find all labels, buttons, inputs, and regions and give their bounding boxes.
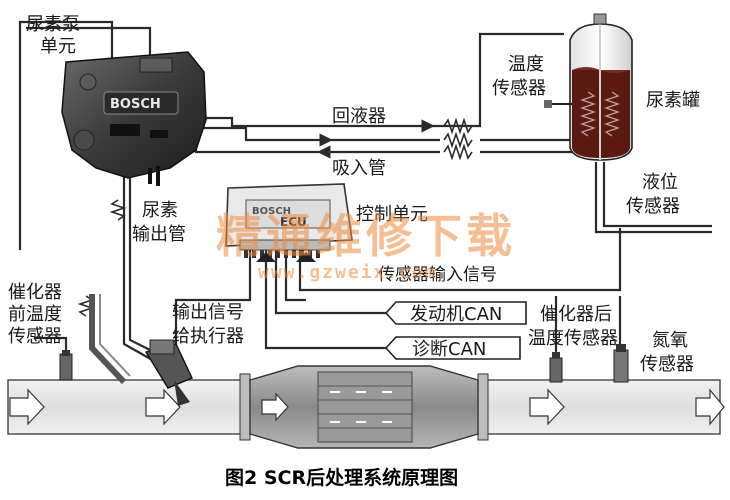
pre-cat-temp-label-line1: 催化器 [8, 282, 62, 303]
temp-sensor-label-line1: 温度 [508, 54, 544, 75]
pre-cat-temp-label-line2: 前温度 [8, 304, 62, 325]
urea-pump-label-line2: 单元 [40, 36, 76, 57]
ecu-model-label: ECU [280, 215, 307, 229]
post-cat-temp-probe [549, 352, 563, 383]
nox-sensor-probe [613, 344, 629, 383]
watermark: 精通维修下载 www.gzweix.com [216, 209, 516, 283]
output-signal-label-line2: 给执行器 [172, 326, 244, 347]
urea-tank [544, 13, 633, 161]
output-signal-label-line1: 输出信号 [172, 302, 244, 323]
pump-brand-label: BOSCH [110, 97, 161, 112]
urea-injector [144, 339, 193, 406]
temp-sensor-label-line2: 传感器 [492, 78, 546, 99]
urea-outlet-label-line1: 尿素 [142, 200, 178, 221]
urea-tank-label: 尿素罐 [646, 90, 700, 111]
urea-pump-label-line1: 尿素泵 [26, 14, 80, 35]
nox-sensor-label-line1: 氮氧 [652, 330, 688, 351]
engine-can-label: 发动机CAN [410, 304, 502, 325]
labels: 尿素泵 单元 温度 传感器 尿素罐 回液器 吸入管 液位 传感器 尿素 输出管 … [8, 14, 700, 375]
nox-sensor-label-line2: 传感器 [640, 354, 694, 375]
diag-can-label: 诊断CAN [412, 339, 486, 360]
connection-lines [18, 20, 712, 363]
engine-can-box: 发动机CAN [384, 301, 527, 325]
watermark-url: www.gzweix.com [258, 262, 438, 283]
urea-outlet-label-line2: 输出管 [132, 224, 186, 245]
exhaust-pipe [7, 365, 725, 449]
control-unit-label: 控制单元 [356, 204, 428, 225]
post-cat-temp-label-line1: 催化器后 [540, 304, 612, 325]
control-unit: BOSCH ECU [225, 183, 353, 262]
level-sensor-label-line1: 液位 [642, 172, 678, 193]
pre-cat-temp-label-line3: 传感器 [8, 326, 62, 347]
pre-cat-temp-probe [59, 294, 131, 385]
sensor-input-label: 传感器输入信号 [378, 265, 497, 285]
post-cat-temp-label-line2: 温度传感器 [528, 328, 618, 349]
return-line-label: 回液器 [332, 106, 386, 127]
suction-line-label: 吸入管 [332, 158, 386, 179]
ecu-brand-label: BOSCH [252, 206, 291, 217]
flow-arrows [9, 388, 725, 426]
diag-can-box: 诊断CAN [384, 336, 521, 360]
urea-pump-unit: BOSCH [61, 51, 207, 186]
figure-caption: 图2 SCR后处理系统原理图 [225, 466, 458, 489]
level-sensor-label-line2: 传感器 [626, 196, 680, 217]
watermark-text: 精通维修下载 [216, 209, 516, 263]
